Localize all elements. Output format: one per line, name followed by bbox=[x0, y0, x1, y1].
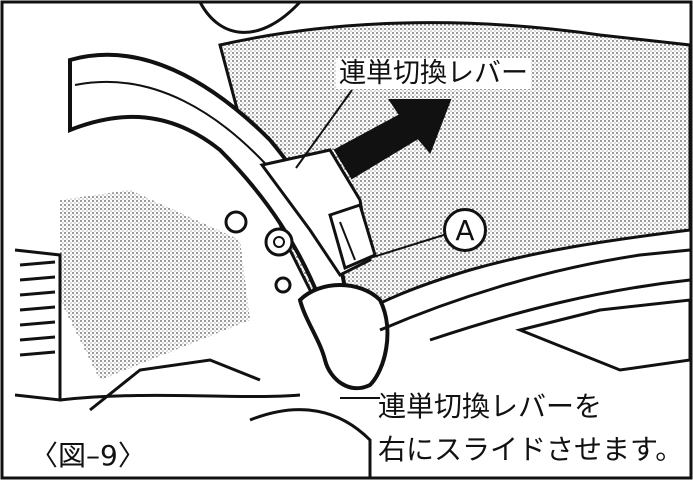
lever-arm-edge bbox=[74, 80, 281, 181]
screw-icon bbox=[224, 210, 248, 234]
figure-number: 〈図–9〉 bbox=[30, 439, 146, 472]
spring-icon bbox=[19, 260, 56, 357]
marker-a-label: A bbox=[443, 208, 487, 252]
release-lever bbox=[297, 283, 390, 391]
lever-label: 連単切換レバー bbox=[336, 58, 531, 89]
top-dial-edge bbox=[198, 0, 302, 34]
direction-arrow-icon bbox=[333, 99, 452, 180]
screw-icon bbox=[274, 276, 292, 294]
switch-knob bbox=[328, 203, 377, 271]
screw-icon bbox=[273, 236, 285, 248]
instruction-line-2: 右にスライドさせます。 bbox=[378, 433, 684, 466]
leader-line bbox=[295, 89, 353, 169]
instruction-line-1: 連単切換レバーを bbox=[378, 390, 603, 423]
leader-line bbox=[369, 233, 448, 259]
shaded-body-lower bbox=[60, 190, 250, 380]
